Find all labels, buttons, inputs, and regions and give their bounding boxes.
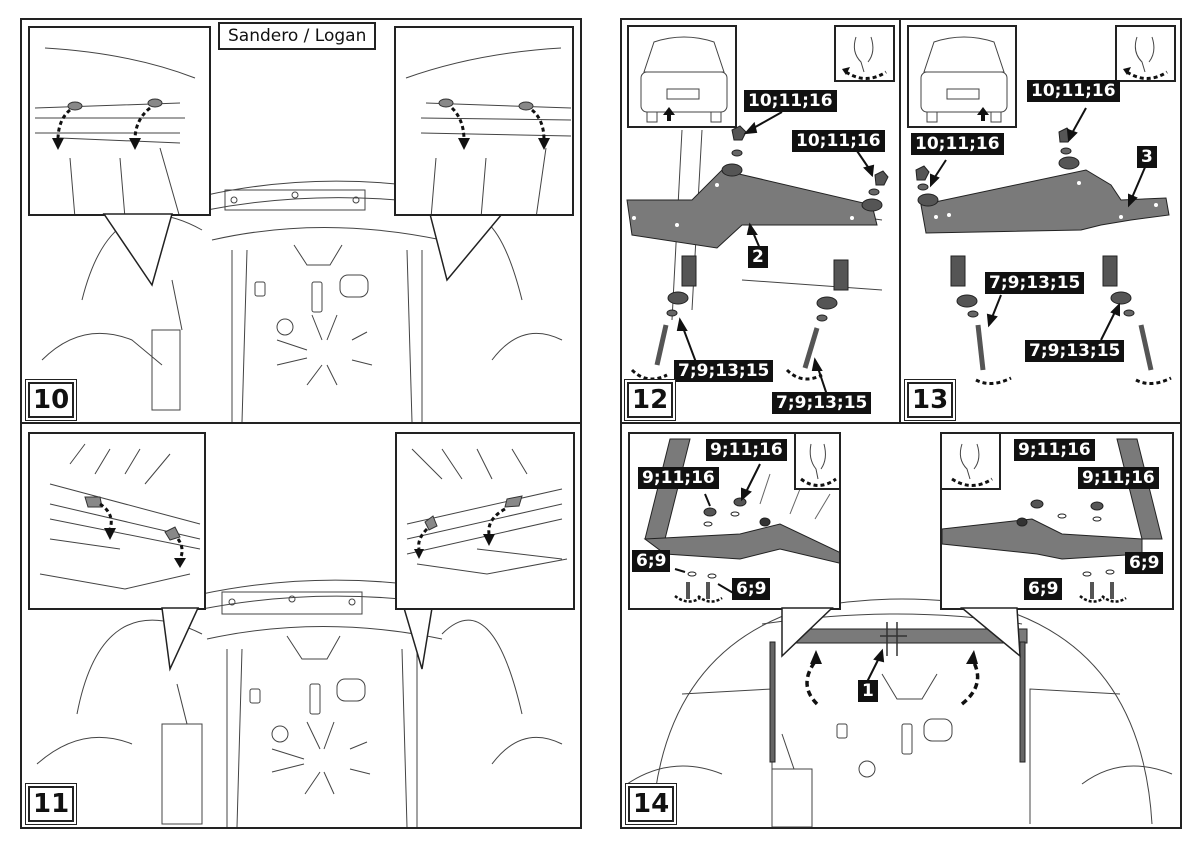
bracket-bolt-detail-illustration: [643, 438, 839, 603]
tool-wrench-inset: [940, 432, 1001, 490]
part-label: 9;11;16: [1014, 439, 1095, 461]
step-14-panel: 9;11;16 9;11;16 6;9 6;9 9;11;16 9;11;16 …: [622, 424, 1180, 827]
step-number: 11: [28, 786, 75, 822]
part-label: 7;9;13;15: [674, 360, 774, 382]
part-label: 9;11;16: [638, 467, 719, 489]
arrow-down-icon: [52, 138, 64, 150]
part-label: 9;11;16: [706, 439, 787, 461]
bracket-assembly-illustration: [626, 111, 889, 396]
bracket-assembly-illustration: [915, 107, 1172, 385]
divider: [899, 18, 901, 423]
tool-wrench-inset: [1115, 25, 1176, 82]
wrench-tighten-icon: [951, 443, 993, 487]
part-label: 2: [748, 246, 768, 268]
divider: [620, 422, 1182, 424]
step-number: 13: [907, 382, 954, 418]
clip-detail-illustration: [405, 47, 572, 214]
part-label: 7;9;13;15: [772, 392, 872, 414]
bracket-bolt-detail-illustration: [942, 438, 1163, 603]
part-label: 6;9: [632, 550, 671, 572]
wrench-tighten-icon: [842, 36, 887, 80]
car-rear-view-inset: [627, 25, 737, 128]
tool-wrench-inset: [834, 25, 895, 82]
part-label: 10;11;16: [792, 130, 885, 152]
step-13-panel: 10;11;16 10;11;16 3 7;9;13;15 7;9;13;15 …: [901, 20, 1180, 422]
divider: [20, 422, 582, 424]
clip-detail-illustration: [39, 443, 201, 590]
tool-wrench-inset: [794, 432, 841, 490]
part-label: 1: [858, 680, 878, 702]
detail-inset-right: [394, 26, 574, 216]
step-number: 14: [628, 786, 675, 822]
part-label: 9;11;16: [1078, 467, 1159, 489]
part-label: 10;11;16: [911, 133, 1004, 155]
wrench-tighten-icon: [1123, 36, 1168, 80]
part-label: 6;9: [1125, 552, 1164, 574]
wrench-tighten-icon: [800, 443, 837, 487]
car-rear-view-inset: [907, 25, 1017, 128]
part-label: 7;9;13;15: [1025, 340, 1125, 362]
step-10-panel: Sandero / Logan 10: [22, 20, 580, 422]
detail-inset-left: [28, 26, 211, 216]
step-number: 10: [28, 382, 75, 418]
part-label: 6;9: [1024, 578, 1063, 600]
step-11-panel: 11: [22, 424, 580, 827]
document-title: Sandero / Logan: [218, 22, 377, 50]
part-label: 10;11;16: [744, 90, 837, 112]
arrow-down-icon: [129, 138, 141, 150]
part-label: 10;11;16: [1027, 80, 1120, 102]
clip-detail-illustration: [34, 47, 196, 214]
car-rear-icon: [920, 36, 1008, 123]
step-12-panel: 10;11;16 10;11;16 2 7;9;13;15 7;9;13;15 …: [622, 20, 899, 422]
step-number: 12: [627, 382, 674, 418]
part-label: 6;9: [732, 578, 771, 600]
part-label: 7;9;13;15: [985, 272, 1085, 294]
car-rear-icon: [640, 36, 728, 123]
detail-inset-left: [28, 432, 206, 610]
detail-inset-right: [395, 432, 575, 610]
clip-detail-illustration: [406, 448, 568, 575]
part-label: 3: [1137, 146, 1157, 168]
